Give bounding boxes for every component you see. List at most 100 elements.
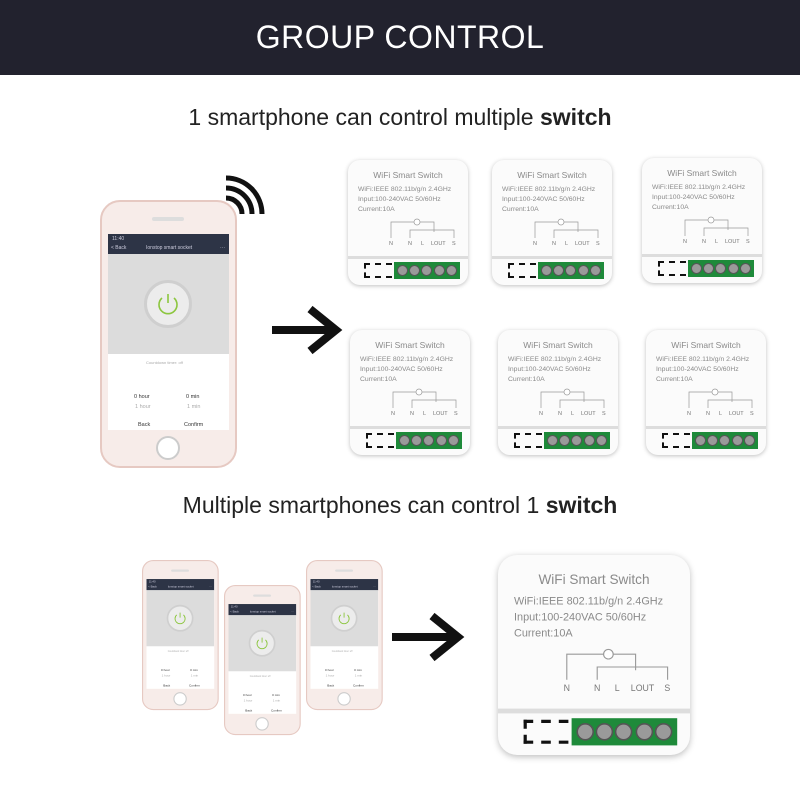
wifi-smart-switch: WiFi Smart Switch WiFi:IEEE 802.11b/g/n … [492, 160, 612, 285]
switch-title: WiFi Smart Switch [373, 170, 443, 180]
back-link[interactable]: < Back [312, 585, 321, 589]
hour-picker[interactable]: 0 hour [161, 668, 170, 672]
power-icon [158, 294, 178, 315]
terminal-label: L [715, 239, 719, 245]
smartphone: 11:40 < Back Ionstop smart socket ··· Co… [224, 585, 301, 736]
hour-option[interactable]: 1 hour [161, 674, 171, 678]
menu-icon[interactable]: ··· [209, 585, 212, 589]
confirm-button[interactable]: Confirm [271, 709, 282, 713]
back-button[interactable]: Back [327, 684, 335, 688]
switch-wifi-spec: WiFi:IEEE 802.11b/g/n 2.4GHz [502, 186, 596, 193]
confirm-button[interactable]: Confirm [184, 422, 204, 428]
status-time: 11:40 [312, 580, 320, 584]
switch-wifi-spec: WiFi:IEEE 802.11b/g/n 2.4GHz [358, 186, 452, 193]
switch-input-spec: Input:100-240VAC 50/60Hz [508, 366, 591, 373]
terminal-label: S [452, 241, 456, 247]
terminal-label: S [602, 411, 606, 417]
hour-option[interactable]: 1 hour [243, 699, 253, 703]
back-link[interactable]: < Back [230, 610, 239, 614]
minute-option[interactable]: 1 min [272, 699, 281, 703]
terminal-label: N [389, 241, 393, 247]
countdown-text: Countdown timer: off [146, 360, 183, 365]
app-screen: 11:40 < Back Ionstop smart socket ··· Co… [310, 579, 379, 689]
switch-wifi-spec: WiFi:IEEE 802.11b/g/n 2.4GHz [508, 356, 602, 363]
switch-wifi-spec: WiFi:IEEE 802.11b/g/n 2.4GHz [652, 184, 746, 191]
app-top-bar: 11:40 < Back Ionstop smart socket ··· [228, 604, 297, 616]
terminal-label: N [539, 411, 543, 417]
home-button [173, 692, 187, 706]
power-button[interactable] [166, 604, 194, 632]
countdown-text: Countdown timer: off [331, 649, 353, 653]
terminal-label: L [614, 684, 620, 695]
menu-icon[interactable]: ··· [220, 245, 225, 251]
wifi-smart-switch: WiFi Smart Switch WiFi:IEEE 802.11b/g/n … [498, 330, 618, 455]
menu-icon[interactable]: ··· [291, 610, 294, 614]
back-link[interactable]: < Back [148, 585, 157, 589]
terminal-slot [366, 433, 394, 448]
section2-heading: Multiple smartphones can control 1 switc… [0, 492, 800, 519]
smartphone: 11:40 < Back Ionstop smart socket ··· Co… [306, 560, 383, 711]
section1-heading: 1 smartphone can control multiple switch [0, 104, 800, 131]
minute-picker[interactable]: 0 min [186, 394, 200, 400]
back-button[interactable]: Back [138, 422, 151, 428]
terminal-slot [364, 263, 392, 278]
terminal-label: N [391, 411, 395, 417]
terminal-block [394, 262, 460, 279]
terminal-block [571, 718, 678, 746]
terminal-slot [514, 433, 542, 448]
power-button[interactable] [330, 604, 358, 632]
arrow-right-icon [272, 305, 343, 355]
terminal-label: N [702, 239, 706, 245]
home-button [337, 692, 351, 706]
power-icon [174, 612, 186, 625]
terminal-label: S [746, 239, 750, 245]
confirm-button[interactable]: Confirm [189, 684, 200, 688]
wifi-signal-icon [225, 175, 265, 215]
power-icon [256, 637, 268, 650]
terminal-label: N [408, 241, 412, 247]
terminal-block [544, 432, 610, 449]
smartphone: 11:40 < Back Ionstop smart socket ··· Co… [100, 200, 237, 468]
terminal-label: L [421, 241, 425, 247]
hour-picker[interactable]: 0 hour [243, 693, 252, 697]
hour-picker[interactable]: 0 hour [134, 394, 150, 400]
app-top-bar: 11:40 < Back Ionstop smart socket ··· [310, 579, 379, 591]
hour-option[interactable]: 1 hour [325, 674, 335, 678]
minute-picker[interactable]: 0 min [354, 668, 362, 672]
terminal-label: LOUT [725, 239, 740, 245]
back-button[interactable]: Back [163, 684, 171, 688]
hour-picker[interactable]: 0 hour [325, 668, 334, 672]
back-button[interactable]: Back [245, 709, 253, 713]
back-link[interactable]: < Back [111, 245, 127, 251]
switch-input-spec: Input:100-240VAC 50/60Hz [360, 366, 443, 373]
menu-icon[interactable]: ··· [373, 585, 376, 589]
page-title: GROUP CONTROL [255, 19, 545, 55]
terminal-block [688, 260, 754, 277]
section2-text: Multiple smartphones can control 1 [182, 492, 546, 518]
smartphone: 11:40 < Back Ionstop smart socket ··· Co… [142, 560, 219, 711]
switch-title: WiFi Smart Switch [538, 571, 650, 587]
terminal-label: N [706, 411, 710, 417]
minute-picker[interactable]: 0 min [272, 693, 280, 697]
minute-option[interactable]: 1 min [354, 674, 363, 678]
minute-option[interactable]: 1 min [187, 404, 201, 410]
terminal-label: N [687, 411, 691, 417]
minute-option[interactable]: 1 min [190, 674, 199, 678]
terminal-block [396, 432, 462, 449]
confirm-button[interactable]: Confirm [353, 684, 364, 688]
power-button[interactable] [144, 280, 192, 328]
section2-bold: switch [545, 492, 618, 518]
terminal-label: LOUT [630, 684, 655, 695]
hour-option[interactable]: 1 hour [135, 404, 151, 410]
terminal-slot [508, 263, 536, 278]
switch-current-spec: Current:10A [358, 206, 395, 213]
power-button[interactable] [248, 629, 276, 657]
switch-input-spec: Input:100-240VAC 50/60Hz [656, 366, 739, 373]
app-title: Ionstop smart socket [249, 610, 276, 614]
minute-picker[interactable]: 0 min [190, 668, 198, 672]
terminal-label: LOUT [581, 411, 596, 417]
switch-current-spec: Current:10A [508, 376, 545, 383]
switch-input-spec: Input:100-240VAC 50/60Hz [502, 196, 585, 203]
countdown-text: Countdown timer: off [167, 649, 189, 653]
wiring-diagram [392, 388, 457, 408]
